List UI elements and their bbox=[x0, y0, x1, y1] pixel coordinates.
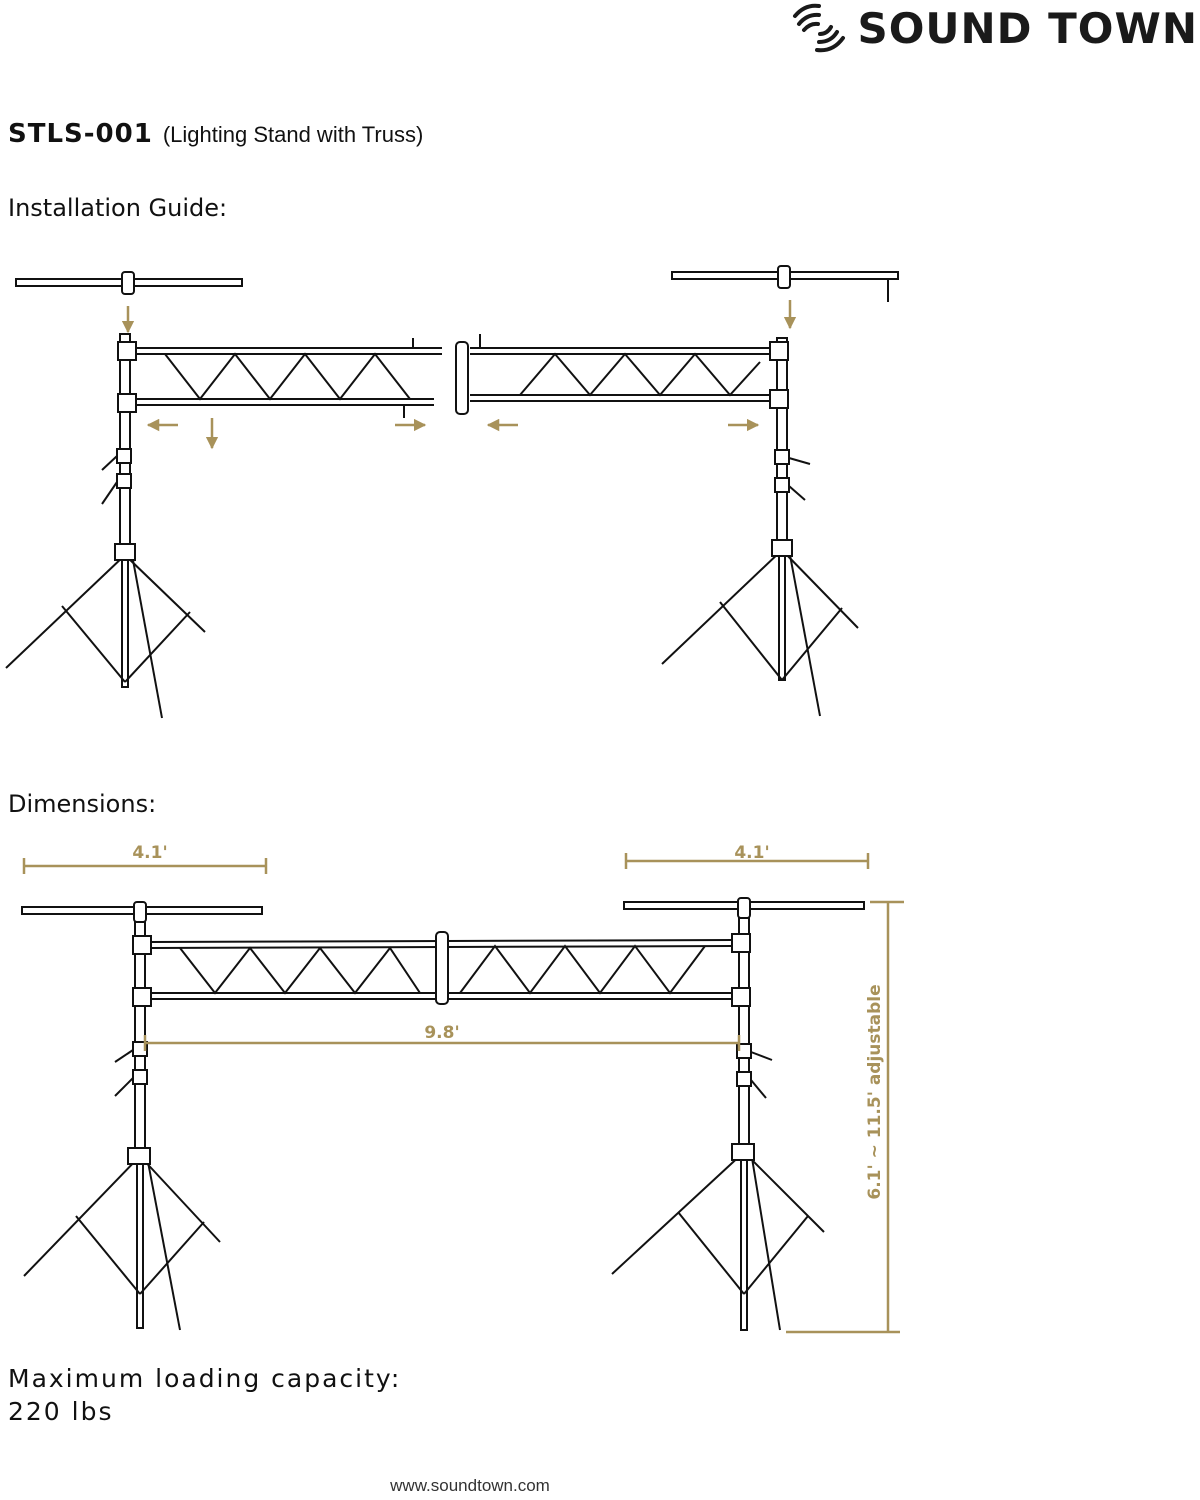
footer-url: www.soundtown.com bbox=[390, 1476, 550, 1495]
dimensions-heading: Dimensions: bbox=[8, 790, 157, 818]
capacity-value: 220 lbs bbox=[8, 1397, 114, 1426]
crossbar-left-dimension: 4.1' bbox=[132, 843, 167, 863]
brand-name: SOUND TOWN bbox=[857, 3, 1198, 53]
installation-heading: Installation Guide: bbox=[8, 194, 228, 222]
model-number: STLS-001 bbox=[8, 119, 153, 149]
brand-logo: SOUND TOWN bbox=[791, 2, 1198, 54]
capacity-label: Maximum loading capacity: bbox=[8, 1364, 402, 1393]
capacity-block: Maximum loading capacity: 220 lbs bbox=[8, 1362, 401, 1428]
crossbar-right-dimension: 4.1' bbox=[734, 843, 769, 863]
height-dimension: 6.1' ~ 11.5' adjustable bbox=[865, 984, 885, 1199]
sound-wave-disc-icon bbox=[793, 3, 846, 53]
page-title: STLS-001 (Lighting Stand with Truss) bbox=[8, 118, 423, 149]
installation-diagram bbox=[5, 265, 899, 719]
product-subtitle: (Lighting Stand with Truss) bbox=[162, 122, 424, 147]
truss-span-dimension: 9.8' bbox=[424, 1023, 459, 1043]
dimensions-diagram: 4.1' 4.1' 9.8' 6.1' ~ 11.5' adjustable bbox=[21, 843, 904, 1334]
